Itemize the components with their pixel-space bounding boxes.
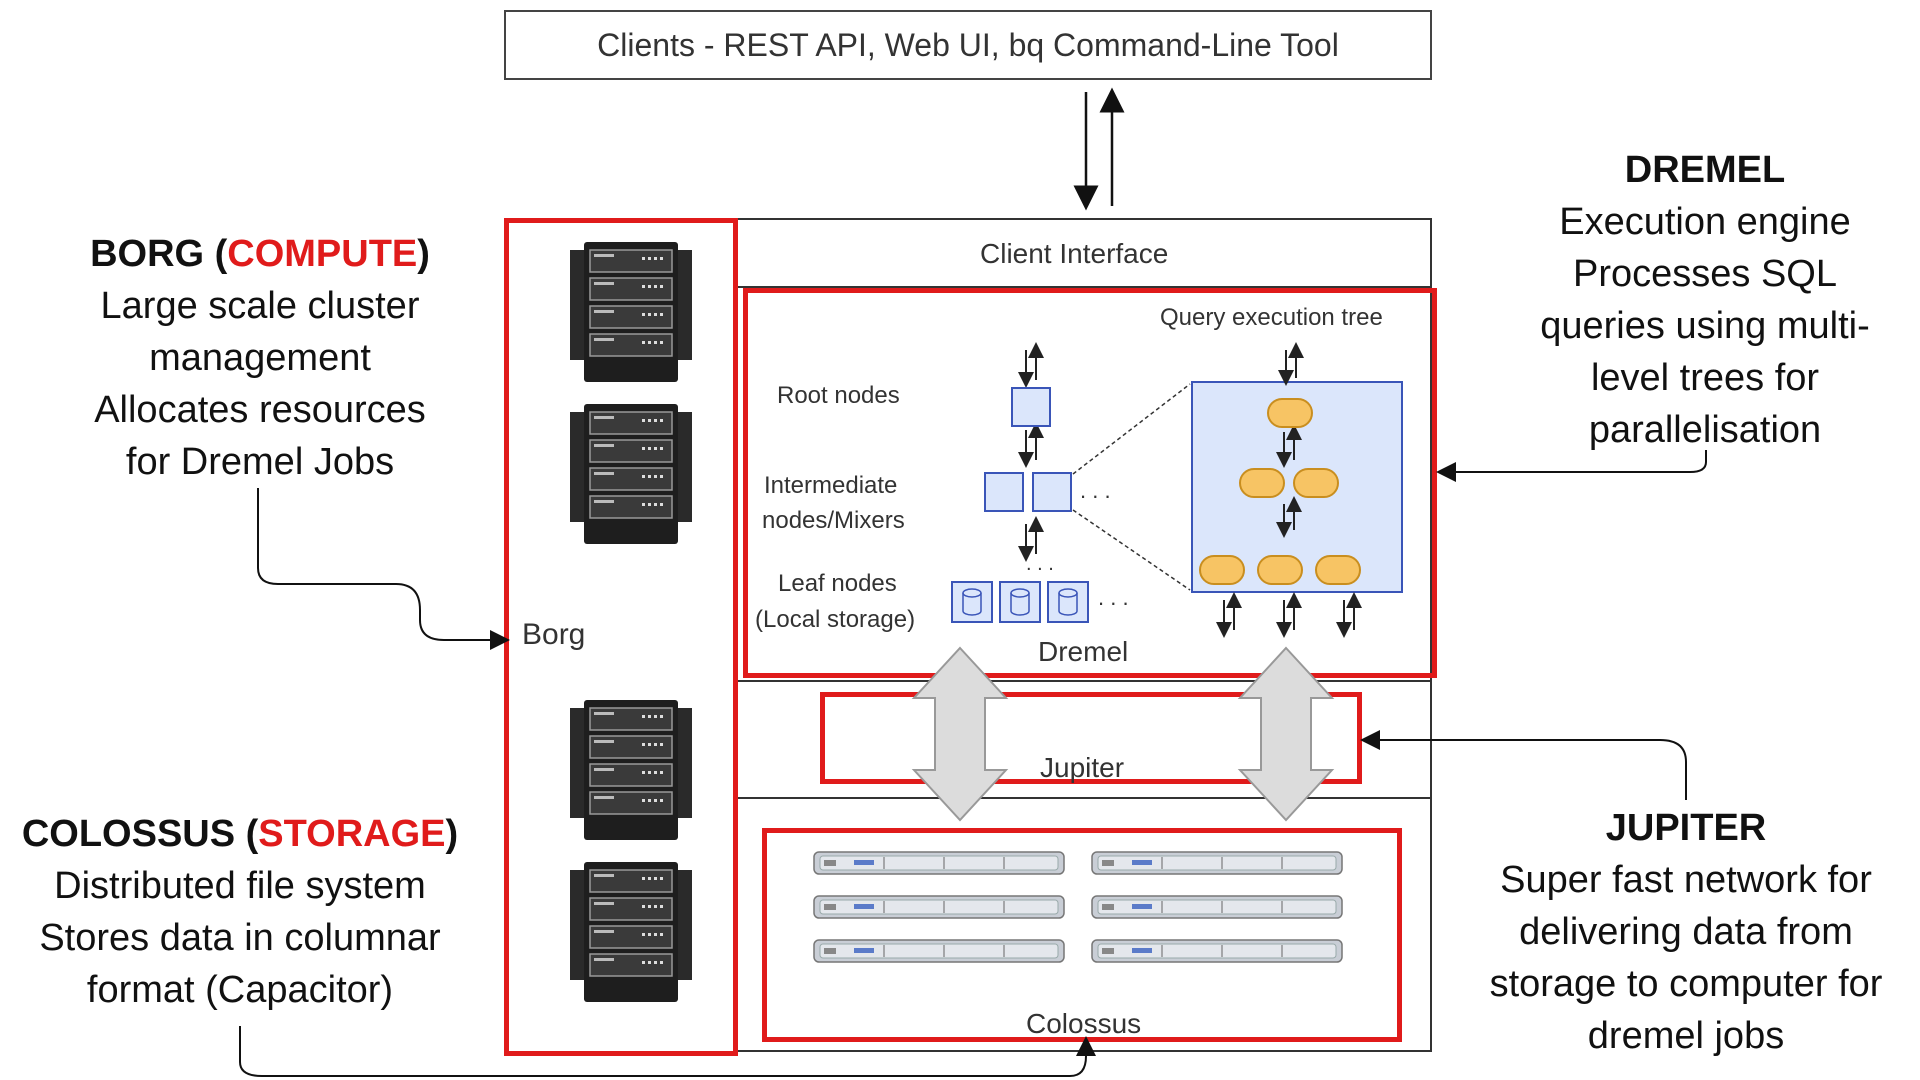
- dremel-annotation-line: Processes SQL: [1573, 253, 1837, 295]
- jupiter-annotation-title: JUPITER: [1605, 807, 1767, 849]
- server-rack-icon: [569, 699, 693, 841]
- leaf-nodes-label-2: (Local storage): [755, 606, 916, 633]
- server-rack-icon: [569, 403, 693, 545]
- dremel-label: Dremel: [1038, 636, 1129, 667]
- borg-annotation-line: Large scale cluster: [100, 285, 420, 327]
- database-icon: [951, 581, 993, 623]
- intermediate-nodes-label-2: nodes/Mixers: [762, 507, 905, 534]
- dremel-annotation-line: parallelisation: [1588, 409, 1822, 451]
- double-arrow-icon: [911, 646, 1009, 822]
- storage-drive-icon: [813, 851, 1065, 875]
- dremel-annotation-line: level trees for: [1590, 357, 1820, 399]
- dremel-annotation-title: DREMEL: [1624, 149, 1786, 191]
- tree-node-icon: [1257, 555, 1303, 585]
- dremel-annotation-line: Execution engine: [1559, 201, 1851, 243]
- dremel-connector: [1436, 450, 1707, 482]
- storage-drive-icon: [1091, 851, 1343, 875]
- double-arrow-icon: [1237, 646, 1335, 822]
- storage-drive-icon: [1091, 895, 1343, 919]
- database-icon: [999, 581, 1041, 623]
- ellipsis-intermediate: . . .: [1080, 478, 1111, 503]
- root-node-icon: [1011, 387, 1051, 427]
- jupiter-annotation: JUPITER Super fast network for deliverin…: [1452, 802, 1920, 1062]
- colossus-annotation-line: format (Capacitor): [86, 969, 394, 1011]
- divider-client-interface: [735, 286, 1432, 288]
- colossus-annotation: COLOSSUS (STORAGE) Distributed file syst…: [10, 808, 470, 1016]
- tree-node-icon: [1315, 555, 1361, 585]
- borg-annotation: BORG (COMPUTE) Large scale cluster manag…: [40, 228, 480, 488]
- client-interface-label: Client Interface: [980, 238, 1169, 269]
- colossus-annotation-line: Distributed file system: [54, 865, 426, 907]
- leaf-nodes-label-1: Leaf nodes: [778, 570, 897, 597]
- colossus-annotation-title: COLOSSUS (STORAGE): [21, 813, 459, 855]
- jupiter-highlight-box: [820, 692, 1362, 784]
- jupiter-annotation-line: dremel jobs: [1587, 1015, 1785, 1057]
- borg-annotation-line: for Dremel Jobs: [125, 441, 395, 483]
- clients-label: Clients - REST API, Web UI, bq Command-L…: [597, 26, 1339, 63]
- ellipsis-leaf: . . .: [1098, 585, 1129, 610]
- borg-connector: [257, 488, 510, 650]
- colossus-annotation-line: Stores data in columnar: [39, 917, 441, 959]
- jupiter-label: Jupiter: [1040, 752, 1125, 783]
- server-rack-icon: [569, 241, 693, 383]
- colossus-label: Colossus: [1026, 1008, 1142, 1039]
- intermediate-node-icon: [984, 472, 1024, 512]
- borg-annotation-line: management: [149, 337, 371, 379]
- borg-label: Borg: [522, 618, 586, 651]
- clients-box: Clients - REST API, Web UI, bq Command-L…: [504, 10, 1432, 80]
- borg-annotation-title: BORG (COMPUTE): [90, 233, 430, 275]
- colossus-connector: [239, 1026, 1096, 1077]
- tree-node-icon: [1239, 468, 1285, 498]
- dremel-annotation-line: queries using multi-: [1540, 305, 1870, 347]
- database-icon: [1047, 581, 1089, 623]
- jupiter-connector: [1360, 730, 1687, 800]
- svg-text:. . .: . . .: [1026, 553, 1054, 575]
- intermediate-nodes-label-1: Intermediate: [764, 472, 898, 499]
- jupiter-annotation-line: storage to computer for: [1489, 963, 1883, 1005]
- divider-jupiter-top: [735, 680, 1432, 682]
- jupiter-annotation-line: Super fast network for: [1500, 859, 1872, 901]
- query-tree-label: Query execution tree: [1160, 304, 1383, 331]
- jupiter-annotation-line: delivering data from: [1519, 911, 1853, 953]
- storage-drive-icon: [1091, 939, 1343, 963]
- tree-node-icon: [1267, 398, 1313, 428]
- dremel-annotation: DREMEL Execution engine Processes SQL qu…: [1480, 144, 1920, 456]
- intermediate-node-icon: [1032, 472, 1072, 512]
- tree-node-icon: [1293, 468, 1339, 498]
- borg-annotation-line: Allocates resources: [94, 389, 426, 431]
- server-rack-icon: [569, 861, 693, 1003]
- divider-colossus-top: [735, 797, 1432, 799]
- storage-drive-icon: [813, 939, 1065, 963]
- root-nodes-label: Root nodes: [777, 382, 900, 409]
- tree-node-icon: [1199, 555, 1245, 585]
- dremel-highlight-box: [743, 288, 1437, 678]
- storage-drive-icon: [813, 895, 1065, 919]
